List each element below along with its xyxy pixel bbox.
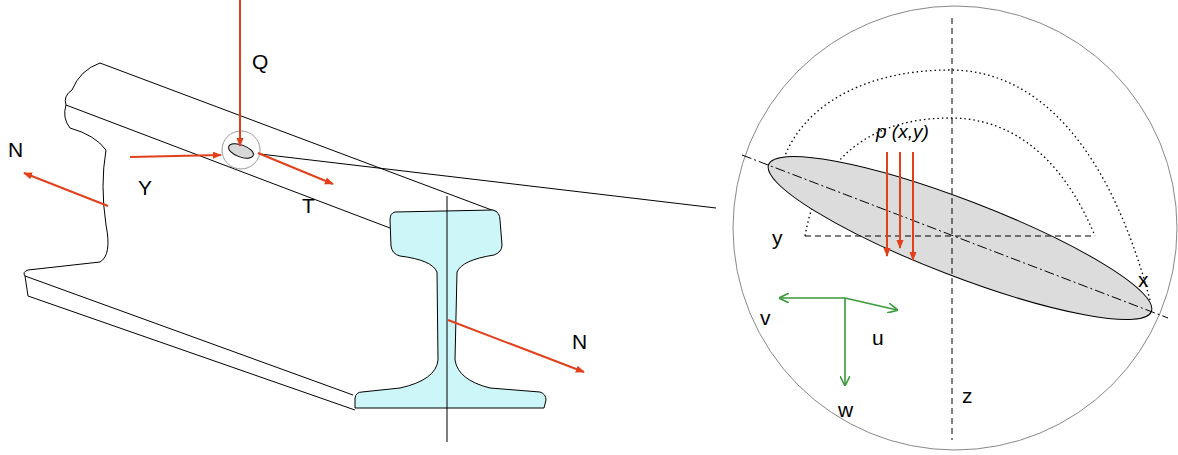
force-label: N bbox=[572, 330, 587, 353]
axis-label: w bbox=[838, 398, 853, 421]
rail-cross-section bbox=[355, 210, 546, 408]
force-arrows bbox=[24, 0, 584, 372]
y-axis bbox=[805, 236, 1092, 237]
coordinate-triad bbox=[780, 298, 897, 385]
axis-label: x bbox=[1138, 268, 1149, 291]
force-label: N bbox=[8, 138, 23, 161]
force-label: Q bbox=[252, 50, 268, 73]
pressure-arrows bbox=[887, 152, 913, 260]
contact-ellipse bbox=[755, 129, 1165, 347]
x-axis bbox=[742, 155, 1168, 318]
z-axis bbox=[952, 18, 953, 440]
axis-label: y bbox=[772, 226, 783, 249]
zoom-leader bbox=[260, 154, 716, 208]
force-label: T bbox=[302, 194, 315, 217]
zoom-circle bbox=[733, 6, 1177, 450]
axis-label: v bbox=[760, 306, 771, 329]
force-label: Y bbox=[138, 176, 152, 199]
pressure-label: p (x,y) bbox=[876, 122, 929, 143]
centre-line bbox=[447, 196, 448, 442]
axis-label: u bbox=[872, 326, 884, 349]
axis-label: z bbox=[962, 384, 973, 407]
